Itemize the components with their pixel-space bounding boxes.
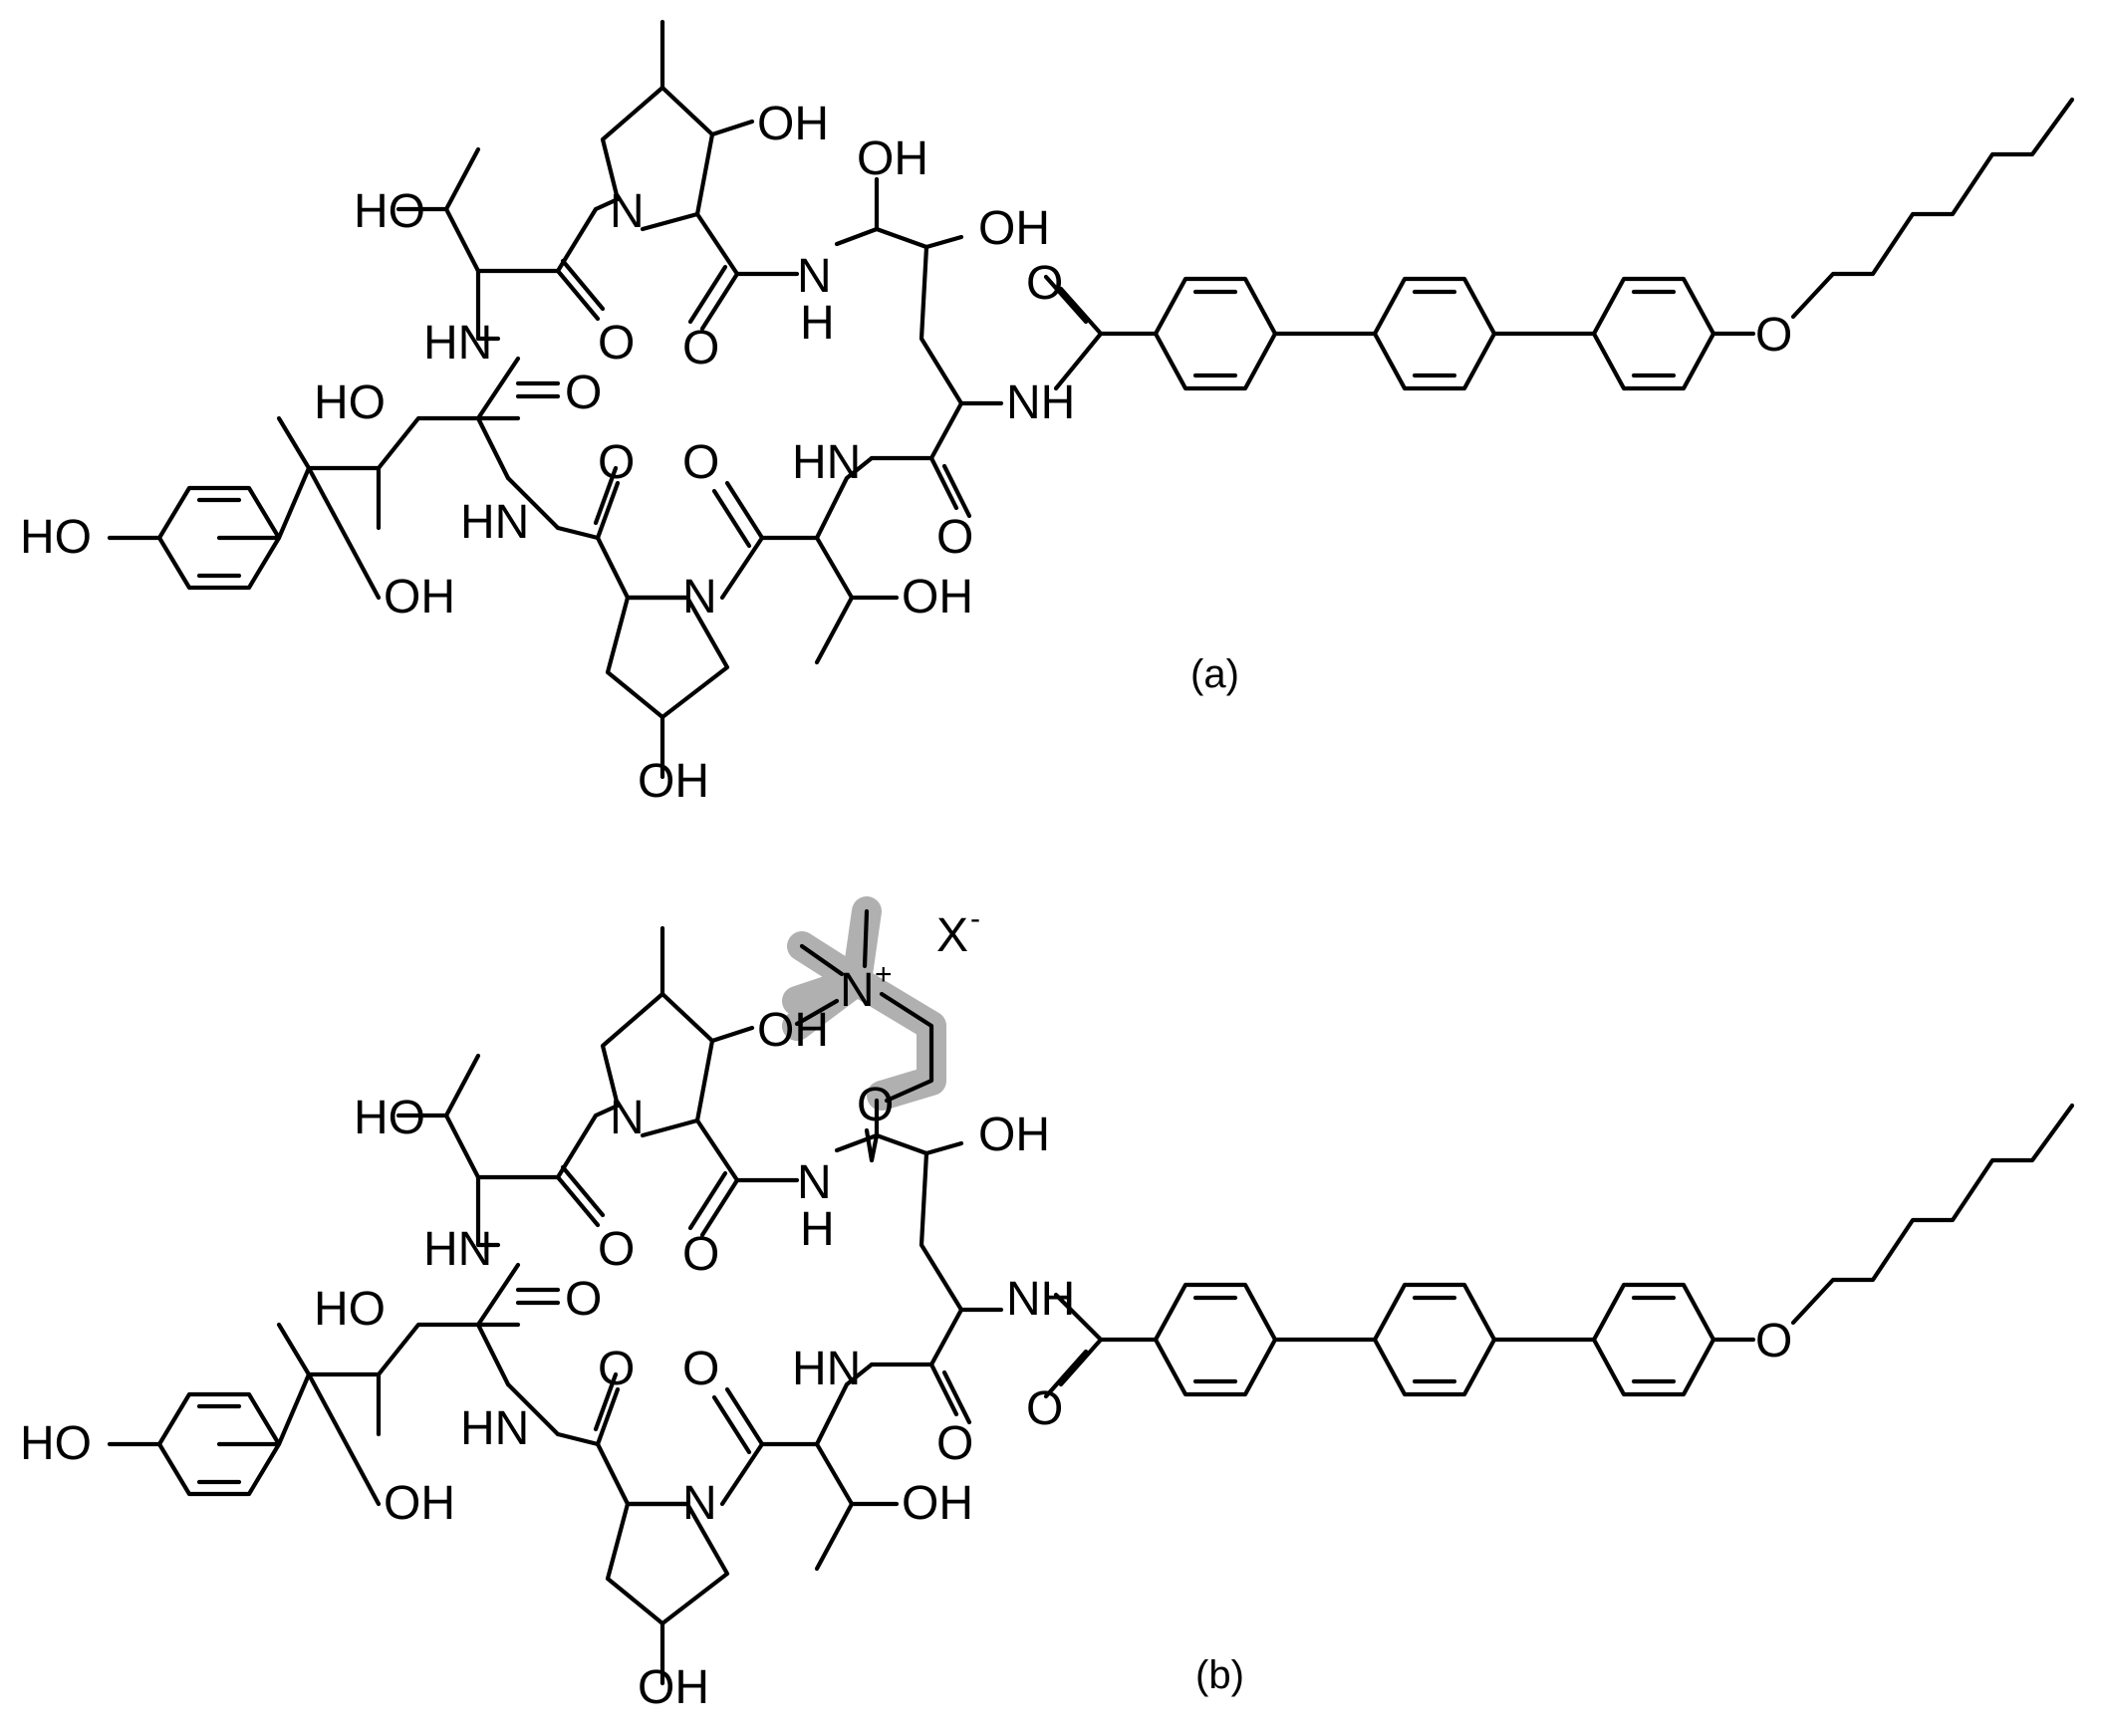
panel-label-b: (b) <box>1195 1653 1244 1697</box>
atom-hn-2: HN <box>460 496 529 549</box>
atom-o-ether: O <box>1755 309 1792 362</box>
atom-counterion-charge: - <box>970 902 980 935</box>
atom-ho-2: HO <box>314 376 386 429</box>
atom-n-pro2: N <box>682 1477 717 1530</box>
atom-ho-phenol: HO <box>20 1417 92 1470</box>
atom-oh-thr2: OH <box>902 1477 973 1530</box>
panel-b-atoms: X - N + OH O HO N N H OH O O O HN O NH O… <box>20 902 1792 1714</box>
panel-a-bonds <box>107 19 2075 780</box>
atom-hn-3: HN <box>792 436 861 489</box>
atom-nh-amide: N <box>797 250 832 303</box>
atom-o-side: O <box>1026 1382 1063 1435</box>
atom-oh-a: OH <box>857 132 928 185</box>
atom-oh-b: OH <box>978 202 1050 255</box>
atom-ho-thr: HO <box>354 185 425 238</box>
atom-ho-2: HO <box>314 1283 386 1336</box>
atom-hn-3: HN <box>792 1343 861 1395</box>
atom-o-carb2: O <box>682 1228 719 1281</box>
atom-ammonium-charge: + <box>875 958 893 991</box>
atom-o-carb1: O <box>598 317 635 370</box>
atom-oh-thr2: OH <box>902 571 973 623</box>
atom-o-link: O <box>857 1079 894 1131</box>
panel-label-a: (a) <box>1190 652 1239 696</box>
panel-b: X - N + OH O HO N N H OH O O O HN O NH O… <box>20 896 2075 1714</box>
atom-n-pro: N <box>610 1092 645 1144</box>
atom-o-5: O <box>682 1343 719 1395</box>
atom-o-5: O <box>682 436 719 489</box>
panel-b-bonds <box>107 908 2075 1686</box>
panel-a: OH OH HO N N H OH O O O HN O NH O HO HN … <box>20 19 2075 808</box>
atom-o-side: O <box>1026 257 1063 310</box>
atom-o-4: O <box>598 436 635 489</box>
atom-ho-phenol: HO <box>20 511 92 564</box>
atom-hn-1: HN <box>423 317 492 370</box>
atom-o-6: O <box>936 1417 973 1470</box>
atom-counterion: X <box>936 909 968 962</box>
atom-oh-bottom: OH <box>638 1661 709 1714</box>
atom-oh-diol: OH <box>384 571 455 623</box>
atom-hn-2: HN <box>460 1402 529 1455</box>
atom-top-oh: OH <box>757 1004 829 1057</box>
atom-oh-diol: OH <box>384 1477 455 1530</box>
atom-o-4: O <box>598 1343 635 1395</box>
atom-nh-h: H <box>800 297 835 350</box>
atom-o-carb2: O <box>682 322 719 374</box>
atom-o-6: O <box>936 511 973 564</box>
atom-o-carb1: O <box>598 1223 635 1276</box>
atom-oh-bottom: OH <box>638 755 709 808</box>
atom-oh-b: OH <box>978 1109 1050 1161</box>
atom-n-pro2: N <box>682 571 717 623</box>
atom-o-3: O <box>565 367 602 419</box>
atom-ammonium: N <box>840 964 875 1017</box>
atom-nh-side: NH <box>1006 376 1075 429</box>
panel-a-atoms: OH OH HO N N H OH O O O HN O NH O HO HN … <box>20 98 1792 808</box>
atom-nh-amide: N <box>797 1156 832 1209</box>
atom-ho-thr: HO <box>354 1092 425 1144</box>
atom-o-3: O <box>565 1273 602 1326</box>
atom-hn-1: HN <box>423 1223 492 1276</box>
atom-o-ether: O <box>1755 1315 1792 1367</box>
atom-top-oh: OH <box>757 98 829 150</box>
atom-nh-h: H <box>800 1203 835 1256</box>
atom-n-pro: N <box>610 185 645 238</box>
atom-nh-side: NH <box>1006 1273 1075 1326</box>
